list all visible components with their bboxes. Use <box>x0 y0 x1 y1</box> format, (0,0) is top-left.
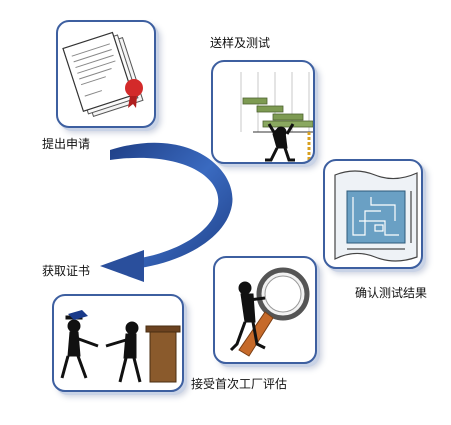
step-card-obtain-certificate <box>52 294 184 392</box>
step-label-obtain-certificate: 获取证书 <box>42 264 91 278</box>
step-card-factory-inspection <box>213 256 317 364</box>
sample-testing-icon <box>240 72 313 162</box>
step-label-sample-testing: 送样及测试 <box>210 36 271 50</box>
step-label-factory-inspection: 接受首次工厂评估 <box>191 377 288 391</box>
step-label-application: 提出申请 <box>42 137 91 151</box>
red-seal-icon <box>125 79 143 97</box>
blueprint-scroll-icon <box>334 170 418 262</box>
curved-arrow-body <box>110 142 233 268</box>
application-documents-icon <box>62 31 144 118</box>
step-card-application <box>56 20 156 128</box>
magnifier-inspection-icon <box>229 267 310 357</box>
certificate-handover-icon <box>60 310 181 383</box>
step-card-sample-testing <box>211 60 315 164</box>
step-card-confirm-results <box>323 159 423 269</box>
arrow-head-icon <box>100 250 144 282</box>
step-label-confirm-results: 确认测试结果 <box>355 286 428 300</box>
